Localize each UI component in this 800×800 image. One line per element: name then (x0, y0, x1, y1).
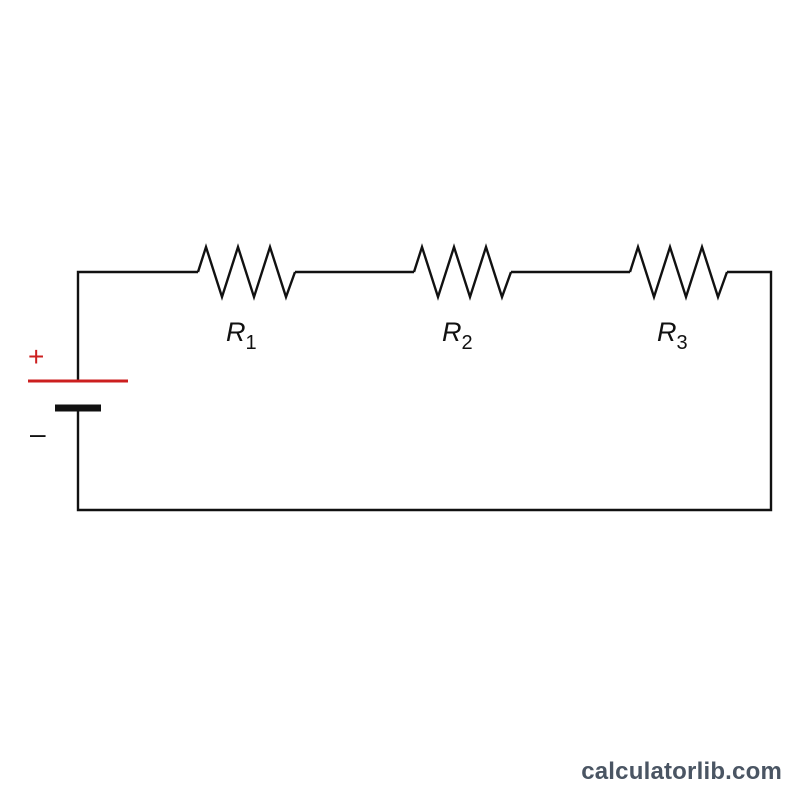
wire-left-top (76, 270, 198, 381)
battery-positive-sign: + (28, 341, 44, 372)
resistor-r1-label: R1 (226, 317, 257, 354)
watermark-text: calculatorlib.com (581, 758, 782, 785)
resistor-r3-symbol (628, 243, 729, 301)
resistor-r2-symbol (412, 243, 513, 301)
resistor-r1-symbol (196, 243, 297, 301)
resistor-r2-label: R2 (442, 317, 473, 354)
battery-negative-sign: – (30, 418, 46, 449)
wire-right (76, 270, 773, 512)
resistor-r3-label: R3 (657, 317, 688, 354)
